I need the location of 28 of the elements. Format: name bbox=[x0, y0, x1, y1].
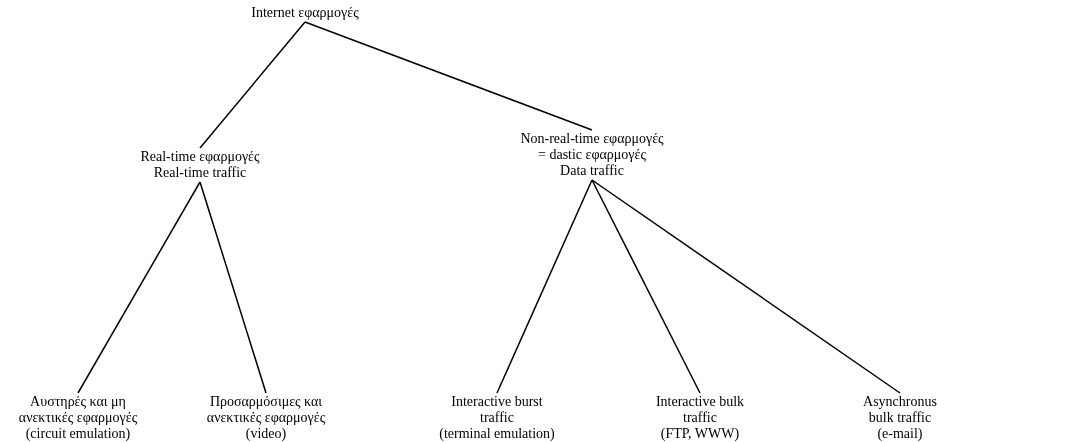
node-label: Αυστηρές και μη bbox=[30, 394, 126, 410]
node-label: (FTP, WWW) bbox=[660, 426, 740, 442]
node-label: (video) bbox=[245, 426, 287, 442]
node-label: Interactive bulk bbox=[655, 394, 745, 410]
node-label: Προσαρμόσιμες και bbox=[209, 394, 323, 410]
node-label: Internet εφαρμογές bbox=[251, 5, 359, 21]
node-label: Interactive burst bbox=[451, 394, 543, 410]
node-label: traffic bbox=[683, 410, 717, 426]
node-label: (e-mail) bbox=[877, 426, 923, 442]
connector-line bbox=[304, 21, 593, 131]
connector-line bbox=[199, 21, 306, 149]
node-label: (terminal emulation) bbox=[439, 426, 555, 442]
node-label: Non-real-time εφαρμογές bbox=[520, 131, 664, 147]
node-label: Data traffic bbox=[560, 163, 624, 179]
node-label: ανεκτικές εφαρμογές bbox=[206, 410, 326, 426]
connector-line bbox=[591, 179, 901, 394]
node-label: Real-time traffic bbox=[153, 165, 247, 181]
connector-line bbox=[496, 179, 593, 394]
node-label: Asynchronus bbox=[863, 394, 937, 410]
connector-line bbox=[199, 181, 267, 394]
connector-line bbox=[591, 179, 701, 394]
node-label: = dastic εφαρμογές bbox=[538, 147, 646, 163]
connector-line bbox=[77, 181, 201, 394]
node-label: bulk traffic bbox=[868, 410, 932, 426]
node-label: traffic bbox=[480, 410, 514, 426]
node-label: Real-time εφαρμογές bbox=[140, 149, 260, 165]
node-label: ανεκτικές εφαρμογές bbox=[18, 410, 138, 426]
node-label: (circuit emulation) bbox=[25, 426, 131, 442]
